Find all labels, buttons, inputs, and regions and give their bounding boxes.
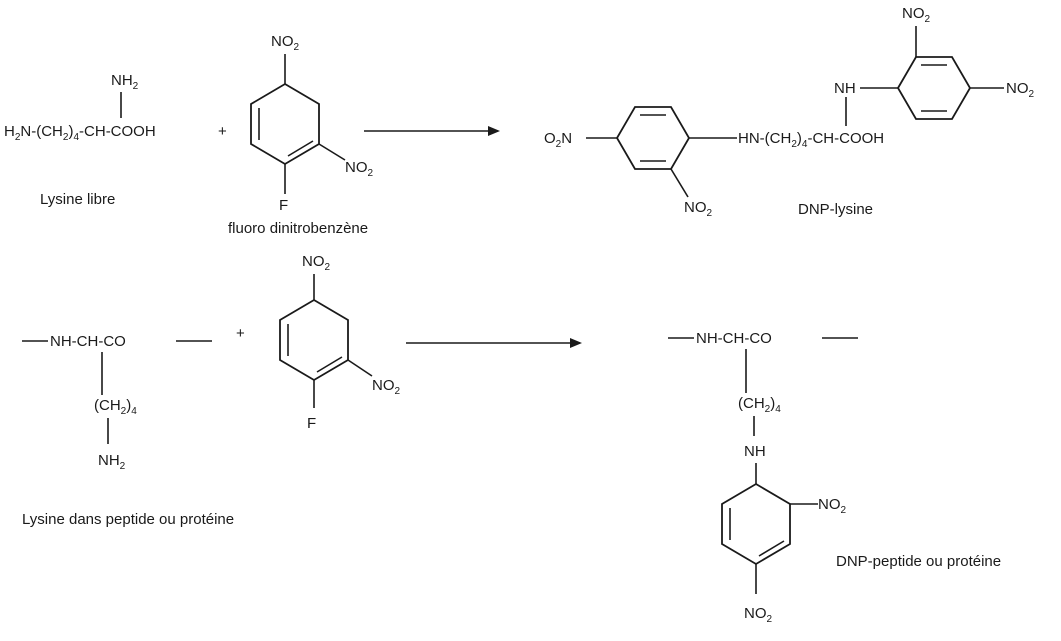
reagent2-no2-top: NO2 (302, 253, 331, 273)
benzene-ring (721, 482, 791, 566)
benzene-ring (896, 56, 972, 120)
dnp-peptide-structure: NH-CH-CO (CH2)4 NH NO2 NO2 (668, 330, 858, 625)
product2-side-chain: (CH2)4 (738, 395, 781, 415)
caption-peptide-lysine: Lysine dans peptide ou protéine (22, 511, 234, 528)
reagent2-fluoro: F (307, 415, 316, 432)
reagent1-fluoro: F (279, 197, 288, 214)
reagent1-no2-top: NO2 (271, 33, 300, 53)
fdnb-reagent-2: NO2 NO2 F (279, 253, 401, 432)
product2-no2-bottom: NO2 (744, 605, 773, 625)
caption-dnp-lysine: DNP-lysine (798, 201, 873, 218)
product2-nh: NH (744, 443, 766, 460)
product1-nh: NH (834, 80, 856, 97)
plus-sign-1: + (218, 123, 227, 140)
plus-sign-2: + (236, 325, 245, 342)
reagent1-no2-side: NO2 (345, 159, 374, 179)
product1-no2-top: NO2 (902, 5, 931, 25)
dnp-lysine-structure: O2N NO2 HN-(CH2)4-CH-COOH NH NO2 NO2 (544, 5, 1035, 219)
product1-chain: HN-(CH2)4-CH-COOH (738, 130, 884, 150)
free-lysine-structure: NH2 H2N-(CH2)4-CH-COOH (4, 72, 156, 143)
lysine-amine-label: NH2 (111, 72, 139, 92)
reaction-arrow-2 (406, 338, 582, 348)
product1-no2-bottom: NO2 (684, 199, 713, 219)
product1-no2-right: NO2 (1006, 80, 1035, 100)
benzene-ring (615, 106, 691, 170)
reagent2-no2-side: NO2 (372, 377, 401, 397)
peptide-side-chain: (CH2)4 (94, 397, 137, 417)
caption-free-lysine: Lysine libre (40, 191, 115, 208)
lysine-formula: H2N-(CH2)4-CH-COOH (4, 123, 156, 143)
reaction-arrow-1 (364, 126, 500, 136)
product1-o2n-left: O2N (544, 130, 572, 150)
peptide-backbone: NH-CH-CO (50, 333, 126, 350)
benzene-ring (250, 82, 320, 166)
fdnb-reagent-1: NO2 NO2 F (250, 33, 374, 214)
benzene-ring (279, 298, 349, 382)
peptide-nh2: NH2 (98, 452, 126, 472)
caption-dnp-peptide: DNP-peptide ou protéine (836, 553, 1001, 570)
peptide-lysine-structure: NH-CH-CO (CH2)4 NH2 (22, 333, 212, 472)
caption-fdnb: fluoro dinitrobenzène (228, 220, 368, 237)
product2-backbone: NH-CH-CO (696, 330, 772, 347)
product2-no2-side: NO2 (818, 496, 847, 516)
